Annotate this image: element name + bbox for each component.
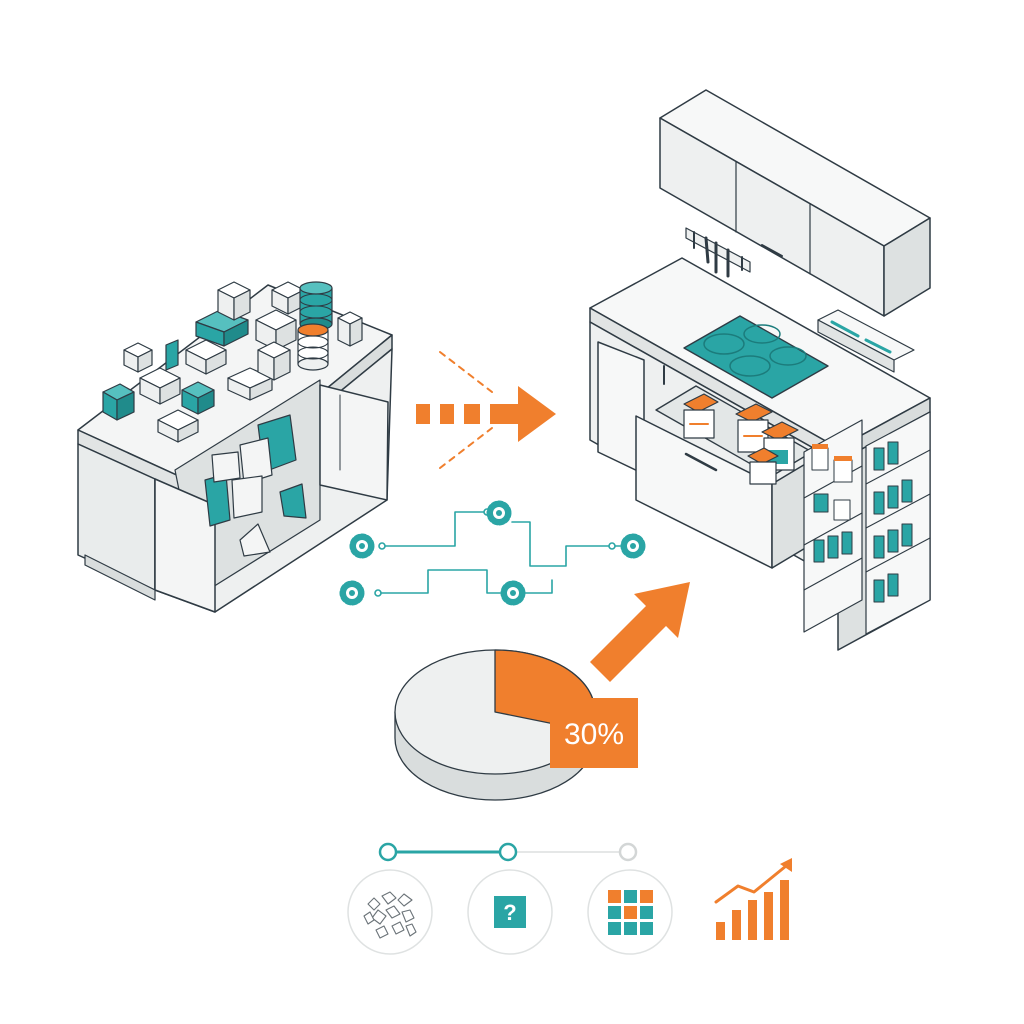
progress-track xyxy=(378,842,638,862)
orange-canister xyxy=(297,323,329,371)
progress-step xyxy=(498,842,518,862)
gear-icon xyxy=(349,533,375,559)
gear-icon xyxy=(339,580,365,606)
teal-canister xyxy=(299,281,333,331)
dashed-arrow-right-icon xyxy=(416,351,556,469)
storage-containers xyxy=(683,393,799,485)
cabinet-clutter xyxy=(204,414,307,557)
question-mark: ? xyxy=(503,900,516,925)
cooktop xyxy=(683,315,829,399)
scattered-items-icon xyxy=(347,869,433,955)
arrow-up-right-icon xyxy=(590,582,690,682)
control-panel xyxy=(817,309,915,373)
progress-step xyxy=(618,842,638,862)
question-icon: ? xyxy=(467,869,553,955)
pantry-shelves xyxy=(803,419,863,633)
progress-step xyxy=(378,842,398,862)
upper-cabinets xyxy=(659,89,931,317)
side-shelf xyxy=(865,411,931,635)
countertop-clutter xyxy=(102,281,363,443)
organized-kitchen xyxy=(589,89,931,651)
knife-rack xyxy=(685,227,751,278)
cluttered-cabinet xyxy=(77,281,393,613)
percent-label: 30% xyxy=(564,718,624,751)
gear-icon xyxy=(486,500,512,526)
percent-label-box: 30% xyxy=(550,698,638,768)
growth-chart-icon xyxy=(714,858,792,940)
gear-icon xyxy=(620,533,646,559)
grid-icon xyxy=(587,869,673,955)
gear-icon xyxy=(500,580,526,606)
